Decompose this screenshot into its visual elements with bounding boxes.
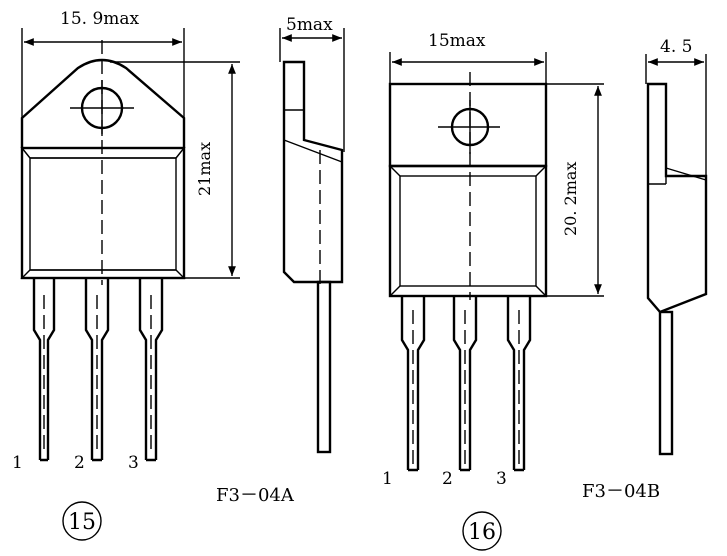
package-15-number-badge: 15 xyxy=(62,501,102,541)
package-15-thickness-dimension: 5max xyxy=(286,15,333,35)
package-16-code: F3－04B xyxy=(582,481,660,502)
package-15-pins xyxy=(32,278,164,462)
package-16-pins xyxy=(400,296,532,472)
package-16-number-badge: 16 xyxy=(462,511,502,551)
package-15-height-dimension: 21max xyxy=(195,142,214,196)
package-15-number: 15 xyxy=(68,510,96,535)
package-15-width-dimension: 15. 9max xyxy=(60,9,140,29)
package-16-thickness-dimension: 4. 5 xyxy=(660,37,692,57)
package-16-number: 16 xyxy=(468,520,496,545)
package-16-pin-2-label: 2 xyxy=(442,469,453,489)
package-15-side-view: 5max xyxy=(279,15,345,454)
package-15-pin-3-label: 3 xyxy=(128,453,139,473)
package-16-height-dimension: 20. 2max xyxy=(561,162,580,236)
package-16-side-view: 4. 5 xyxy=(645,37,708,456)
package-16-pin-3-label: 3 xyxy=(496,469,507,489)
package-15-front-view: 1 2 3 15. 9max 21max xyxy=(12,9,240,473)
package-16-front-view: 1 2 3 15max 20. 2max xyxy=(382,31,604,489)
package-16-width-dimension: 15max xyxy=(428,31,486,51)
package-15-pin-2-label: 2 xyxy=(74,453,85,473)
package-15-pin-1-label: 1 xyxy=(12,453,23,473)
package-16-pin-1-label: 1 xyxy=(382,469,393,489)
package-15-code: F3－04A xyxy=(216,485,295,506)
